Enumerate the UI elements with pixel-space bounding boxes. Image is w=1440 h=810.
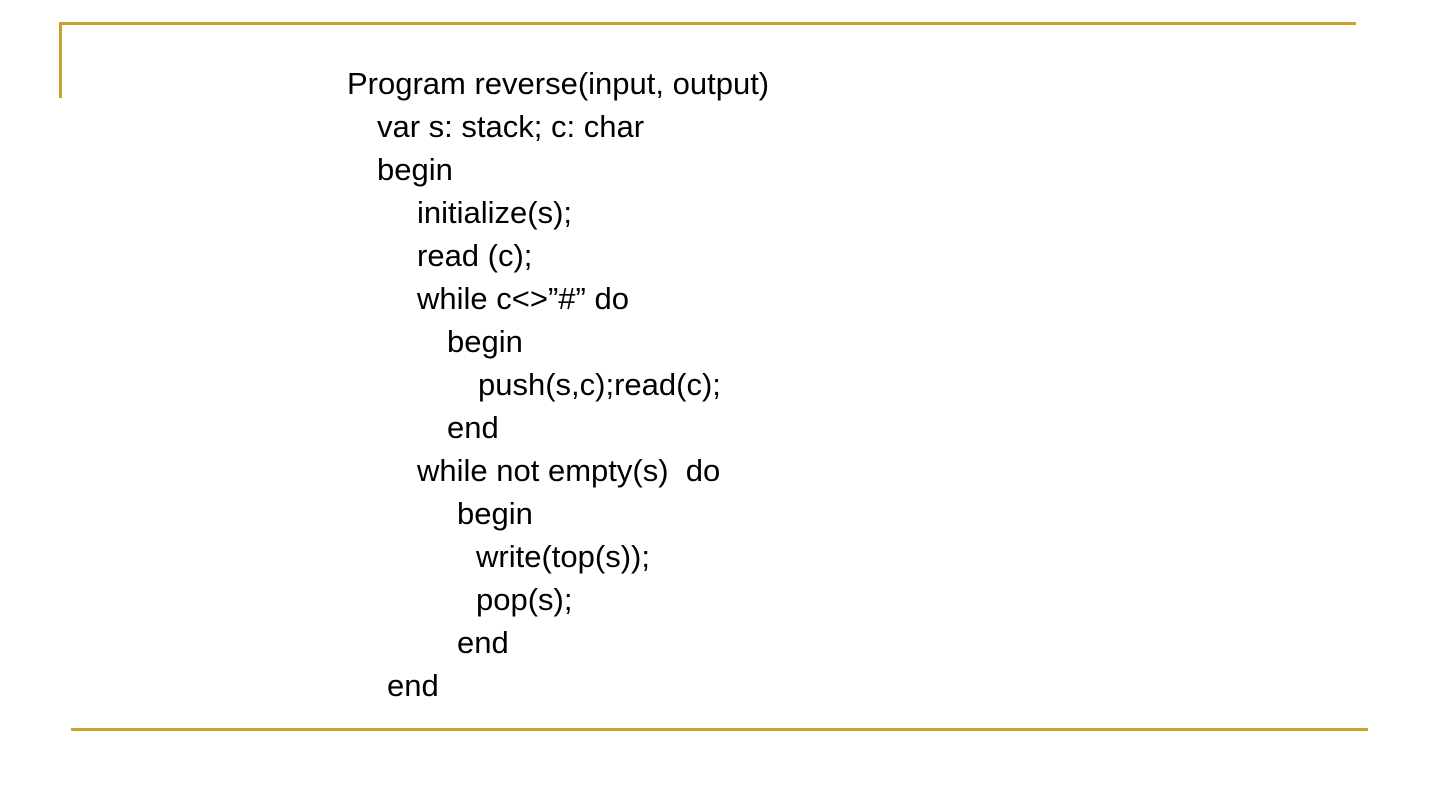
decorative-rule-left <box>59 22 62 98</box>
code-line: begin <box>447 324 523 359</box>
code-line: while c<>”#” do <box>417 281 629 316</box>
code-line: pop(s); <box>476 582 573 617</box>
code-line: begin <box>457 496 533 531</box>
decorative-rule-bottom <box>71 728 1368 731</box>
code-line: Program reverse(input, output) <box>347 66 770 101</box>
decorative-rule-top <box>59 22 1356 25</box>
code-line: end <box>447 410 499 445</box>
code-line: while not empty(s) do <box>417 453 721 488</box>
code-line: read (c); <box>417 238 533 273</box>
code-line: begin <box>377 152 453 187</box>
code-line: initialize(s); <box>417 195 573 230</box>
code-line: write(top(s)); <box>476 539 650 574</box>
code-line: var s: stack; c: char <box>377 109 645 144</box>
code-block: Program reverse(input, output) var s: st… <box>0 62 1440 707</box>
code-line: end <box>457 625 509 660</box>
code-line: end <box>387 668 439 703</box>
code-line: push(s,c);read(c); <box>478 367 721 402</box>
